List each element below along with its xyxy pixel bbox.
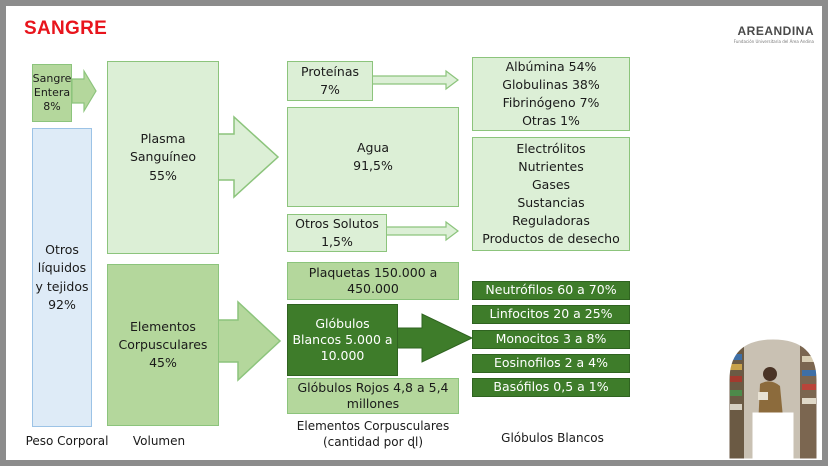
neutrofilos-box: Neutrófilos 60 a 70% (472, 281, 630, 300)
globulos-blancos-box: Glóbulos Blancos 5.000 a 10.000 (287, 304, 398, 376)
otros-liquidos-box: Otros líquidos y tejidos 92% (32, 128, 92, 427)
solutos-detalle-label: Electrólitos Nutrientes Gases Sustancias… (482, 140, 620, 247)
library-photo (726, 336, 820, 460)
plaquetas-box: Plaquetas 150.000 a 450.000 (287, 262, 459, 300)
arrow-elementos (214, 300, 282, 382)
agua-box: Agua 91,5% (287, 107, 459, 207)
plasma-label: Plasma Sanguíneo 55% (129, 131, 197, 183)
caption-peso-corporal: Peso Corporal (25, 434, 109, 448)
monocitos-label: Monocitos 3 a 8% (495, 331, 607, 347)
eosinofilos-label: Eosinofilos 2 a 4% (494, 355, 608, 371)
sangre-entera-label: Sangre Entera 8% (32, 71, 72, 114)
proteinas-detalle-box: Albúmina 54% Globulinas 38% Fibrinógeno … (472, 57, 630, 131)
globulos-rojos-box: Glóbulos Rojos 4,8 a 5,4 millones (287, 378, 459, 414)
sangre-entera-box: Sangre Entera 8% (32, 64, 72, 122)
caption-globulos-blancos: Glóbulos Blancos (501, 431, 604, 445)
proteinas-box: Proteínas 7% (287, 61, 373, 101)
otros-liquidos-label: Otros líquidos y tejidos 92% (35, 242, 89, 312)
otros-solutos-label: Otros Solutos 1,5% (295, 215, 379, 249)
plaquetas-label: Plaquetas 150.000 a 450.000 (308, 264, 438, 296)
elementos-label: Elementos Corpusculares 45% (118, 318, 208, 371)
logo-subtitle: Fundación Universitaria del Área Andina (733, 39, 814, 44)
arrow-otros-solutos (385, 220, 459, 242)
logo-name: AREANDINA (737, 24, 814, 38)
arrow-plasma (214, 115, 280, 199)
linfocitos-label: Linfocitos 20 a 25% (489, 306, 613, 322)
monocitos-box: Monocitos 3 a 8% (472, 330, 630, 349)
neutrofilos-label: Neutrófilos 60 a 70% (485, 282, 617, 298)
proteinas-detalle-label: Albúmina 54% Globulinas 38% Fibrinógeno … (502, 58, 600, 129)
caption-elementos-corpusculares: Elementos Corpusculares (cantidad por ɖl… (296, 419, 450, 450)
otros-solutos-box: Otros Solutos 1,5% (287, 214, 387, 252)
arrow-globulos-blancos (396, 313, 474, 363)
linfocitos-box: Linfocitos 20 a 25% (472, 305, 630, 324)
basofilos-box: Basófilos 0,5 a 1% (472, 378, 630, 397)
elementos-box: Elementos Corpusculares 45% (107, 264, 219, 426)
arrow-proteinas (371, 69, 459, 91)
areandina-logo: AREANDINA Fundación Universitaria del Ár… (734, 24, 814, 44)
globulos-rojos-label: Glóbulos Rojos 4,8 a 5,4 millones (297, 379, 449, 411)
basofilos-label: Basófilos 0,5 a 1% (493, 379, 609, 395)
eosinofilos-box: Eosinofilos 2 a 4% (472, 354, 630, 373)
proteinas-label: Proteínas 7% (301, 63, 359, 97)
globulos-blancos-label: Glóbulos Blancos 5.000 a 10.000 (292, 315, 393, 364)
arrow-sangre-entera (71, 68, 97, 114)
agua-label: Agua 91,5% (353, 139, 393, 173)
plasma-box: Plasma Sanguíneo 55% (107, 61, 219, 254)
slide-title: SANGRE (24, 18, 108, 39)
caption-volumen: Volumen (132, 434, 186, 448)
solutos-detalle-box: Electrólitos Nutrientes Gases Sustancias… (472, 137, 630, 251)
